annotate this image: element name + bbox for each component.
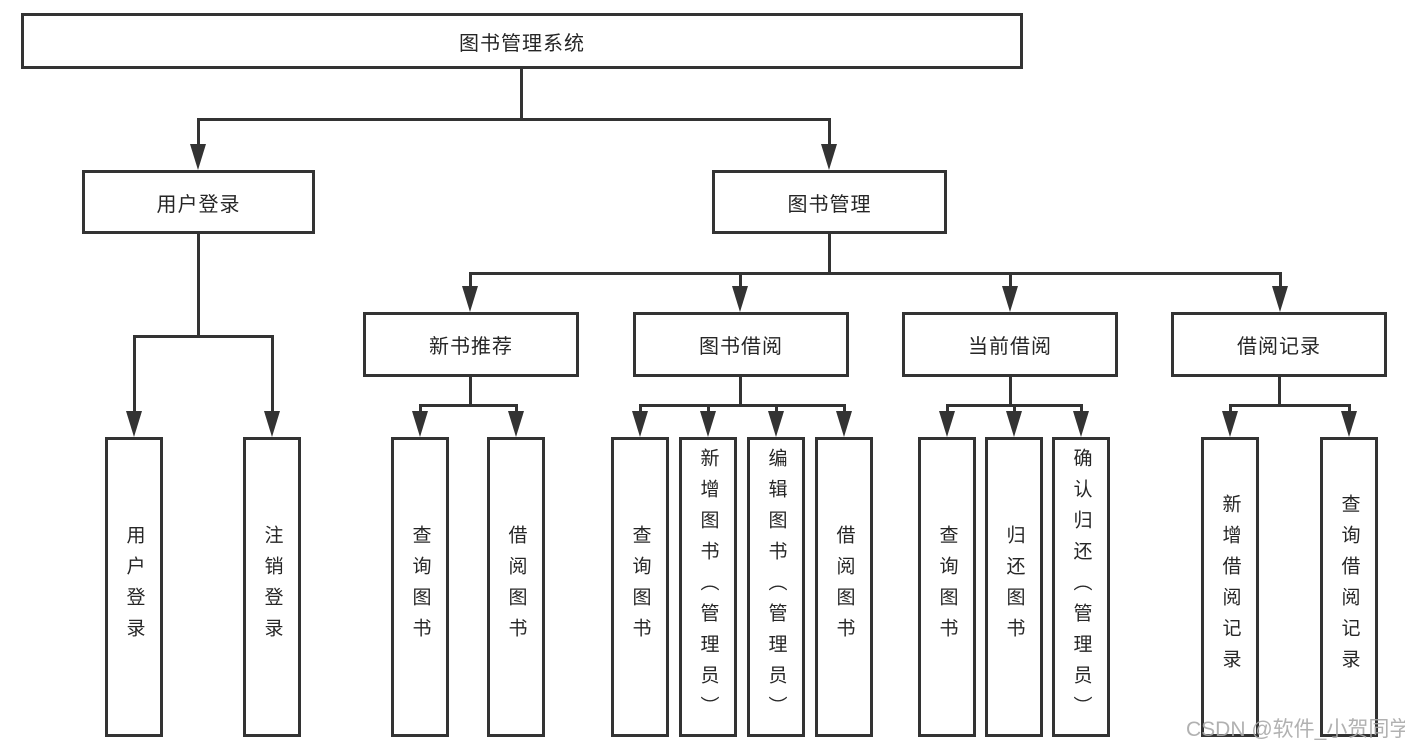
leaf-query-books-borrowing: 查询图书 [611, 437, 669, 737]
connector-horizontal-line [197, 118, 831, 121]
arrow-down-icon [1341, 411, 1357, 437]
connector-vertical-line [774, 404, 778, 414]
leaf-logout-label: 注销登录 [261, 525, 283, 649]
connector-vertical-line [1008, 272, 1012, 290]
arrow-down-icon [939, 411, 955, 437]
leaf-user-login: 用户登录 [105, 437, 163, 737]
arrow-down-icon [508, 411, 524, 437]
leaf-query-borrow-record: 查询借阅记录 [1320, 437, 1378, 737]
node-current-borrowing-label: 当前借阅 [968, 336, 1052, 358]
leaf-query-books-current-label: 查询图书 [936, 525, 958, 649]
arrow-down-icon [126, 411, 142, 437]
connector-vertical-line [468, 377, 472, 407]
arrow-down-icon [821, 144, 837, 170]
arrow-down-icon [1002, 286, 1018, 312]
arrow-down-icon [732, 286, 748, 312]
connector-vertical-line [827, 118, 831, 150]
connector-vertical-line [1008, 377, 1012, 407]
leaf-query-books-recommend: 查询图书 [391, 437, 449, 737]
connector-horizontal-line [133, 335, 274, 338]
connector-horizontal-line [639, 404, 846, 407]
root-node-library-system: 图书管理系统 [21, 13, 1023, 69]
node-borrowing-records-label: 借阅记录 [1237, 336, 1321, 358]
leaf-add-books-admin-label: 新增图书（管理员） [697, 447, 719, 727]
arrow-down-icon [190, 144, 206, 170]
node-new-book-recommend-label: 新书推荐 [429, 336, 513, 358]
leaf-add-borrow-record: 新增借阅记录 [1201, 437, 1259, 737]
connector-vertical-line [468, 272, 472, 290]
connector-vertical-line [706, 404, 710, 414]
connector-horizontal-line [1229, 404, 1351, 407]
connector-vertical-line [514, 404, 518, 414]
branch-book-management: 图书管理 [712, 170, 947, 234]
connector-vertical-line [1228, 404, 1232, 414]
leaf-borrow-books-recommend: 借阅图书 [487, 437, 545, 737]
node-current-borrowing: 当前借阅 [902, 312, 1118, 377]
connector-vertical-line [196, 118, 200, 150]
leaf-borrow-books-recommend-label: 借阅图书 [505, 525, 527, 649]
connector-vertical-line [196, 234, 200, 338]
leaf-query-books-borrowing-label: 查询图书 [629, 525, 651, 649]
arrow-down-icon [700, 411, 716, 437]
arrow-down-icon [264, 411, 280, 437]
arrow-down-icon [1006, 411, 1022, 437]
root-node-label: 图书管理系统 [459, 32, 585, 55]
arrow-down-icon [1222, 411, 1238, 437]
connector-horizontal-line [419, 404, 518, 407]
arrow-down-icon [412, 411, 428, 437]
connector-horizontal-line [469, 272, 1281, 275]
leaf-edit-books-admin: 编辑图书（管理员） [747, 437, 805, 737]
leaf-edit-books-admin-label: 编辑图书（管理员） [765, 447, 787, 727]
arrow-down-icon [462, 286, 478, 312]
leaf-return-books: 归还图书 [985, 437, 1043, 737]
connector-vertical-line [519, 68, 523, 121]
leaf-borrow-books-label: 借阅图书 [833, 525, 855, 649]
connector-vertical-line [1347, 404, 1351, 414]
connector-vertical-line [270, 335, 274, 414]
node-book-borrowing: 图书借阅 [633, 312, 849, 377]
leaf-return-books-label: 归还图书 [1003, 525, 1025, 649]
leaf-query-books-recommend-label: 查询图书 [409, 525, 431, 649]
connector-vertical-line [1012, 404, 1016, 414]
branch-user-login-label: 用户登录 [156, 193, 241, 216]
connector-vertical-line [638, 404, 642, 414]
connector-vertical-line [827, 234, 831, 275]
leaf-confirm-return-admin-label: 确认归还（管理员） [1070, 447, 1092, 727]
node-borrowing-records: 借阅记录 [1171, 312, 1387, 377]
arrow-down-icon [768, 411, 784, 437]
leaf-query-books-current: 查询图书 [918, 437, 976, 737]
leaf-add-books-admin: 新增图书（管理员） [679, 437, 737, 737]
leaf-user-login-label: 用户登录 [123, 525, 145, 649]
arrow-down-icon [1073, 411, 1089, 437]
leaf-confirm-return-admin: 确认归还（管理员） [1052, 437, 1110, 737]
branch-book-management-label: 图书管理 [787, 193, 872, 216]
node-new-book-recommend: 新书推荐 [363, 312, 579, 377]
connector-vertical-line [418, 404, 422, 414]
node-book-borrowing-label: 图书借阅 [699, 336, 783, 358]
leaf-query-borrow-record-label: 查询借阅记录 [1338, 494, 1360, 680]
branch-user-login: 用户登录 [82, 170, 315, 234]
connector-vertical-line [738, 377, 742, 407]
connector-vertical-line [132, 335, 136, 414]
arrow-down-icon [836, 411, 852, 437]
connector-vertical-line [1278, 272, 1282, 290]
connector-vertical-line [945, 404, 949, 414]
arrow-down-icon [1272, 286, 1288, 312]
connector-vertical-line [1079, 404, 1083, 414]
leaf-add-borrow-record-label: 新增借阅记录 [1219, 494, 1241, 680]
leaf-borrow-books: 借阅图书 [815, 437, 873, 737]
connector-vertical-line [1277, 377, 1281, 407]
csdn-watermark: CSDN @软件_小贺同学 [1186, 718, 1405, 741]
connector-vertical-line [842, 404, 846, 414]
connector-horizontal-line [946, 404, 1083, 407]
connector-vertical-line [738, 272, 742, 290]
arrow-down-icon [632, 411, 648, 437]
leaf-logout: 注销登录 [243, 437, 301, 737]
